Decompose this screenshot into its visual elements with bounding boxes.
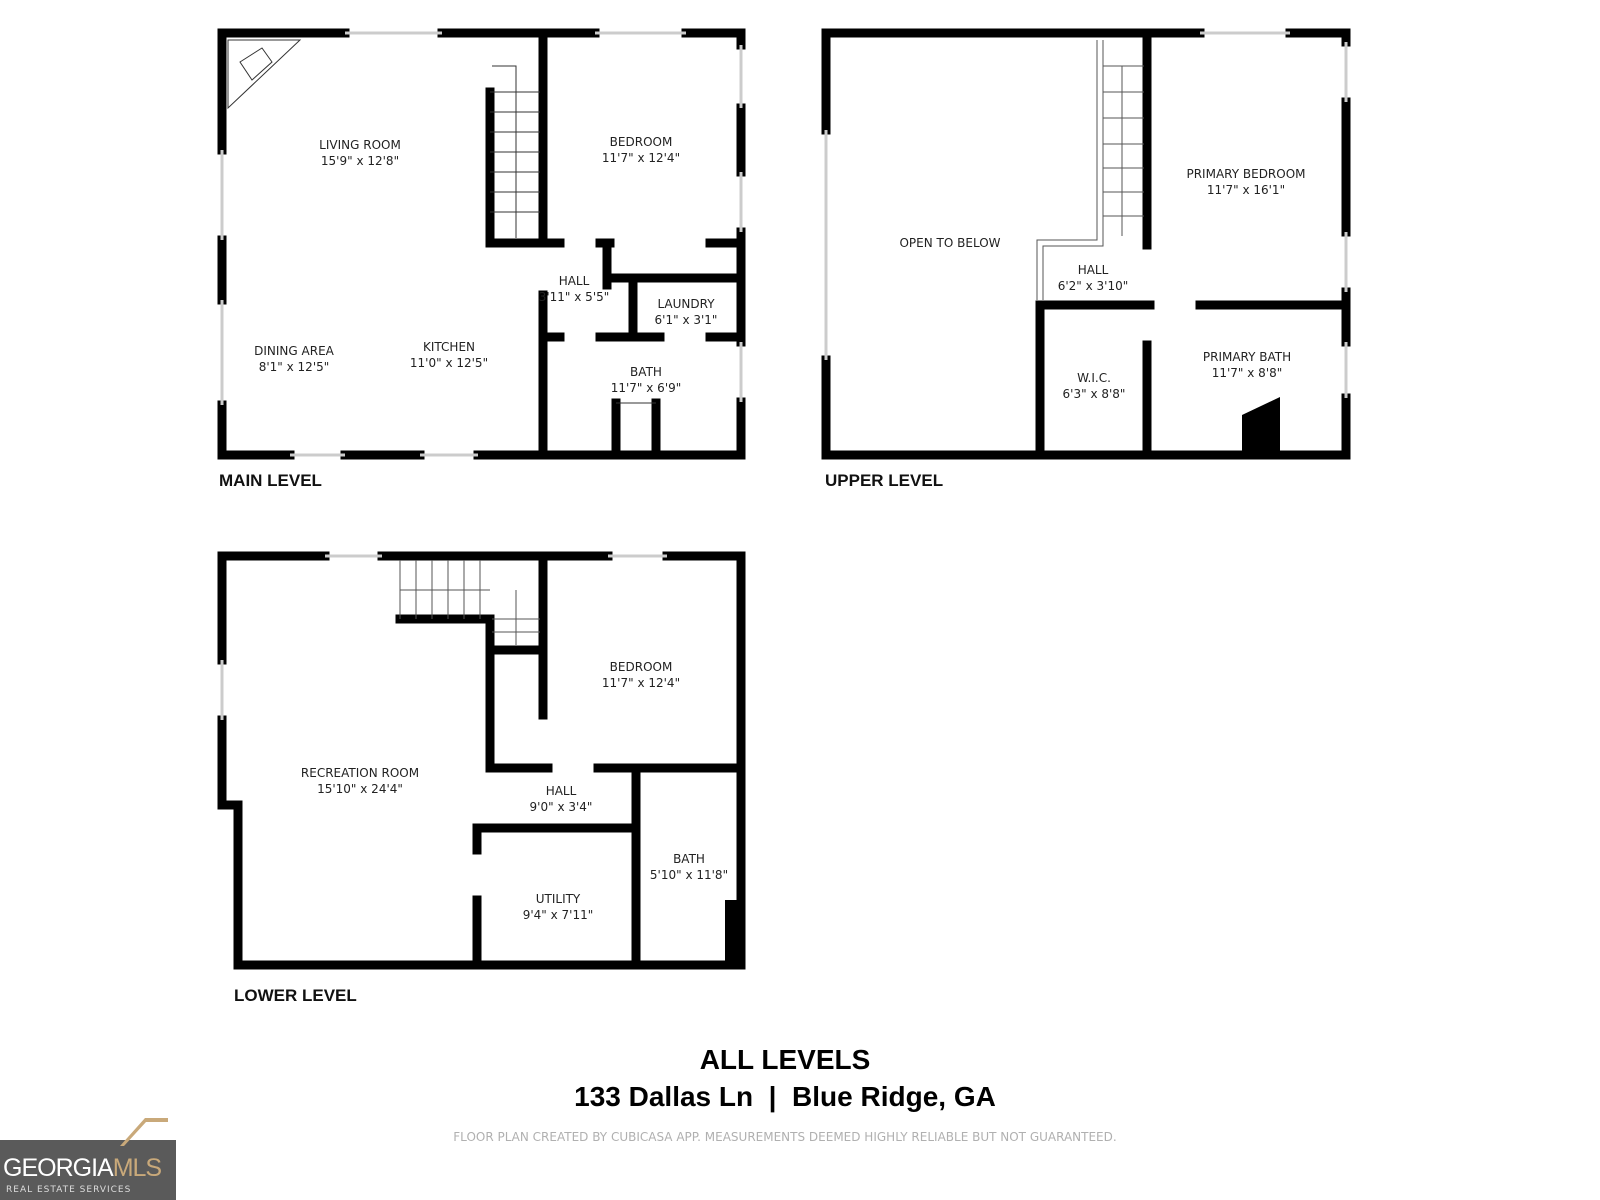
room-size: 6'3" x 8'8" <box>1062 387 1126 401</box>
room-bedroom-main: BEDROOM 11'7" x 12'4" <box>602 134 680 166</box>
room-laundry: LAUNDRY 6'1" x 3'1" <box>655 296 718 328</box>
logo-text-b: MLS <box>112 1154 162 1182</box>
footer-address: 133 Dallas Ln | Blue Ridge, GA <box>574 1081 996 1112</box>
logo-text-a: GEORGIA <box>3 1154 114 1182</box>
room-name: OPEN TO BELOW <box>899 236 1001 250</box>
room-name: BEDROOM <box>609 135 673 149</box>
room-hall-lower: HALL 9'0" x 3'4" <box>530 783 593 815</box>
room-open-to-below: OPEN TO BELOW <box>899 235 1000 251</box>
room-living-room: LIVING ROOM 15'9" x 12'8" <box>319 137 401 169</box>
room-size: 6'1" x 3'1" <box>654 313 718 327</box>
logo-subtitle: REAL ESTATE SERVICES <box>6 1185 132 1195</box>
lower-level-stairs <box>399 560 540 645</box>
upper-level-windows <box>824 31 1348 398</box>
room-size: 11'7" x 8'8" <box>1211 366 1283 380</box>
room-name: HALL <box>558 274 590 288</box>
room-name: LIVING ROOM <box>319 138 401 152</box>
room-name: UTILITY <box>535 892 581 906</box>
room-size: 9'0" x 3'4" <box>529 800 593 814</box>
room-size: 3'11" x 5'5" <box>538 290 610 304</box>
roof-icon <box>120 1118 168 1146</box>
level-label-lower: LOWER LEVEL <box>234 986 357 1005</box>
room-wic: W.I.C. 6'3" x 8'8" <box>1063 370 1126 402</box>
room-name: BATH <box>673 852 705 866</box>
room-bedroom-lower: BEDROOM 11'7" x 12'4" <box>602 659 680 691</box>
room-name: PRIMARY BATH <box>1202 350 1292 364</box>
room-bath-main: BATH 11'7" x 6'9" <box>611 364 682 396</box>
room-size: 6'2" x 3'10" <box>1057 279 1129 293</box>
room-name: BATH <box>630 365 662 379</box>
lower-level-windows <box>220 554 667 720</box>
room-size: 11'7" x 6'9" <box>610 381 682 395</box>
room-primary-bedroom: PRIMARY BEDROOM 11'7" x 16'1" <box>1186 166 1305 198</box>
room-size: 8'1" x 12'5" <box>258 360 330 374</box>
main-level-walls <box>217 28 746 460</box>
level-label-upper: UPPER LEVEL <box>825 471 944 490</box>
level-label-main: MAIN LEVEL <box>219 471 322 490</box>
room-primary-bath: PRIMARY BATH 11'7" x 8'8" <box>1203 349 1291 381</box>
bathtub-fixture <box>1242 397 1280 455</box>
footer-disclaimer: FLOOR PLAN CREATED BY CUBICASA APP. MEAS… <box>453 1130 1117 1144</box>
room-size: 5'10" x 11'8" <box>649 868 729 882</box>
main-level-windows <box>220 31 743 457</box>
room-name: HALL <box>545 784 577 798</box>
upper-level-stairs <box>1036 40 1144 300</box>
lower-level-walls <box>217 551 746 970</box>
room-size: 11'7" x 12'4" <box>601 676 681 690</box>
footer-title: ALL LEVELS <box>699 1044 871 1075</box>
room-size: 9'4" x 7'11" <box>522 908 594 922</box>
room-name: BEDROOM <box>609 660 673 674</box>
room-utility: UTILITY 9'4" x 7'11" <box>523 891 594 923</box>
room-name: W.I.C. <box>1077 371 1111 385</box>
room-hall-main: HALL 3'11" x 5'5" <box>539 273 610 305</box>
georgia-mls-logo: GEORGIAMLS REAL ESTATE SERVICES <box>0 1118 176 1200</box>
room-size: 11'7" x 16'1" <box>1206 183 1286 197</box>
room-name: PRIMARY BEDROOM <box>1186 167 1306 181</box>
room-hall-upper: HALL 6'2" x 3'10" <box>1058 262 1129 294</box>
room-name: LAUNDRY <box>657 297 715 311</box>
main-level-stairs <box>227 39 656 404</box>
logo-wordmark: GEORGIAMLS <box>3 1154 162 1183</box>
room-size: 15'10" x 24'4" <box>317 782 403 796</box>
room-name: HALL <box>1077 263 1109 277</box>
room-name: RECREATION ROOM <box>300 766 420 780</box>
room-name: KITCHEN <box>423 340 475 354</box>
lower-bath-fixture <box>725 900 741 965</box>
room-size: 11'0" x 12'5" <box>409 356 489 370</box>
room-dining-area: DINING AREA 8'1" x 12'5" <box>254 343 334 375</box>
room-bath-lower: BATH 5'10" x 11'8" <box>650 851 728 883</box>
room-size: 11'7" x 12'4" <box>601 151 681 165</box>
room-kitchen: KITCHEN 11'0" x 12'5" <box>410 339 488 371</box>
room-recreation-room: RECREATION ROOM 15'10" x 24'4" <box>301 765 419 797</box>
room-size: 15'9" x 12'8" <box>320 154 400 168</box>
room-name: DINING AREA <box>254 344 334 358</box>
